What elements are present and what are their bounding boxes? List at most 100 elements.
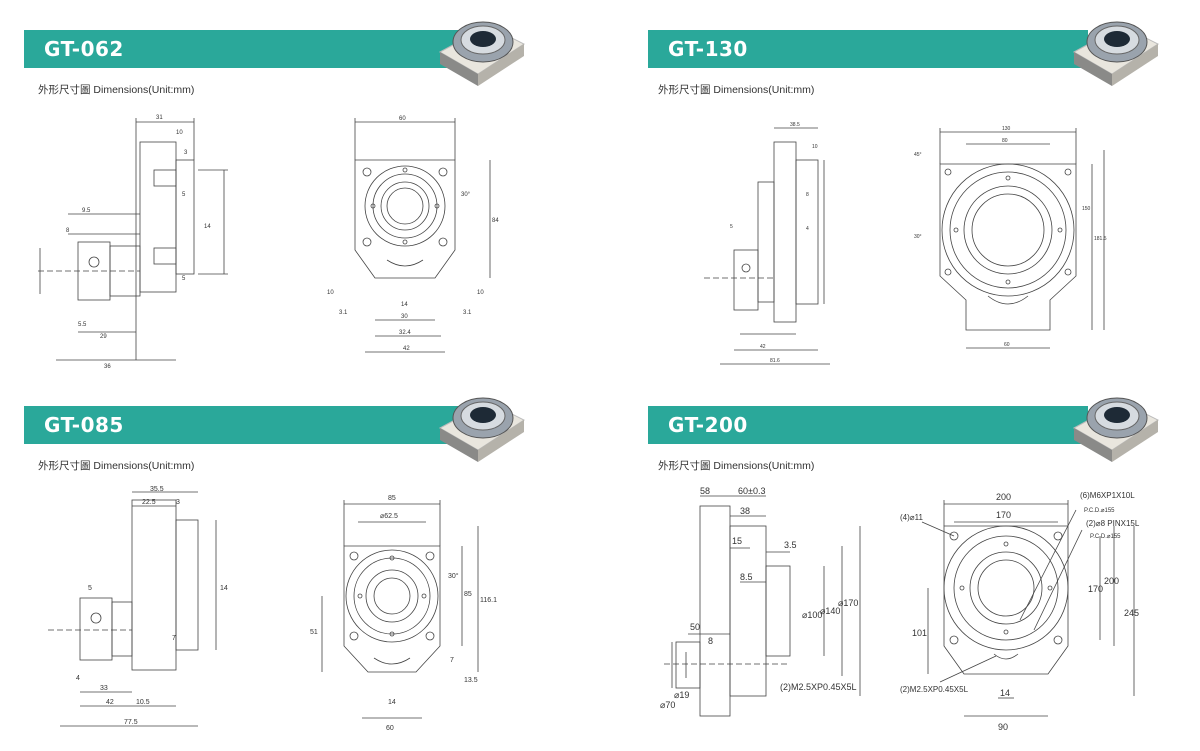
dim-label: 81.6 [770,358,780,364]
dim-label: ⌀62.5 [380,513,398,520]
dim-label: 84 [492,218,499,224]
dim-label: 5 [730,224,733,230]
dim-label: 10 [327,290,334,296]
dim-label: 32.4 [399,330,411,336]
dim-label: 200 [1104,576,1119,586]
dim-label: 10 [176,130,183,136]
side-view-drawing: 35.5 22.5 3 5 7 4 33 42 10.5 77.5 14 [48,486,228,727]
dim-label: (2)M2.5XP0.45X5L [900,685,969,694]
dim-label: 14 [220,585,228,592]
dim-label: ⌀19 [674,690,689,700]
dim-label: ⌀140 [820,606,840,616]
dim-label: 36 [104,364,111,370]
panel-gt-130: GT-130 外形尺寸圖 Dimensions(Unit:mm) 38.5 10… [600,0,1200,375]
dim-label: 22.5 [142,499,156,506]
panel-gt-085: GT-085 外形尺寸圖 Dimensions(Unit:mm) 35.5 22… [0,376,600,751]
dim-label: 10 [812,144,818,150]
dim-label: 5 [182,276,186,282]
dim-label: 3.5 [784,540,797,550]
dim-label: 33 [100,685,108,692]
dim-label: 10.5 [136,699,150,706]
dim-label: 50 [690,622,700,632]
side-view-drawing: 58 60±0.3 38 15 3.5 8.5 50 8 ⌀70 ⌀19 ⌀10… [660,486,861,717]
dim-label: 60 [1004,342,1010,348]
front-view-drawing: 130 80 30° 45° 181.5 150 60 [914,126,1107,349]
dim-label: 8 [708,636,713,646]
dim-label: 3.1 [339,310,348,316]
dim-label: 8 [806,192,809,198]
dim-label: 29 [100,334,107,340]
dim-label: 60 [399,116,406,122]
dim-label: 14 [388,699,396,706]
dim-label: 31 [156,115,163,121]
dim-label: 77.5 [124,719,138,726]
dim-label: 3.1 [463,310,472,316]
dim-label: 170 [1088,584,1103,594]
dim-label: 4 [806,226,809,232]
dim-label: 58 [700,486,710,496]
dim-label: 15 [732,536,742,546]
model-title: GT-130 [648,30,1088,68]
dim-label: 3 [184,150,188,156]
dim-label: ⌀70 [660,700,675,710]
dim-label: 38.5 [790,122,800,128]
dim-label: 200 [996,492,1011,502]
dim-label: (4)⌀11 [900,513,923,522]
dim-label: (6)M6XP1X10L [1080,491,1135,500]
dim-label: 42 [760,344,766,350]
dim-label: 85 [464,591,472,598]
dimensions-subtitle: 外形尺寸圖 Dimensions(Unit:mm) [38,460,195,472]
dim-label: 30 [401,314,408,320]
model-title: GT-200 [648,406,1088,444]
dim-label: P.C.D.⌀155 [1084,508,1115,514]
rotary-table-photo [1072,21,1160,86]
dim-label: (2)M2.5XP0.45X5L [780,682,857,692]
dim-label: 150 [1082,206,1091,212]
dim-label: 60 [386,725,394,732]
rotary-table-photo [438,397,526,462]
dim-label: 170 [996,510,1011,520]
dim-label: P.C.D.⌀155 [1090,534,1121,540]
dim-label: 130 [1002,126,1011,132]
dim-label: 116.1 [480,597,497,604]
dim-label: 101 [912,628,927,638]
dim-label: 14 [204,224,211,230]
dim-label: 14 [1000,688,1010,698]
dim-label: 38 [740,506,750,516]
dim-label: 9.5 [82,208,91,214]
front-view-drawing: 60 30° 84 30 32.4 42 10 10 14 3.1 3.1 [327,116,499,353]
dim-label: 5 [88,585,92,592]
dim-label: 80 [1002,138,1008,144]
dim-label: 42 [403,346,410,352]
dim-label: 51 [310,629,318,636]
dim-label: 30° [448,572,459,580]
dim-label: ⌀170 [838,598,858,608]
dim-label: 5.5 [78,322,87,328]
dim-label: 30° [914,234,922,240]
dim-label: 7 [172,635,176,642]
panel-gt-062: GT-062 外形尺寸圖 Dimensions(Unit:mm) 31 10 3… [0,0,600,375]
side-view-drawing: 31 10 3 9.5 8 5 5 5.5 29 36 14 [38,115,228,370]
dimensions-subtitle: 外形尺寸圖 Dimensions(Unit:mm) [658,460,815,472]
dim-label: 3 [176,499,180,506]
model-title: GT-085 [24,406,464,444]
dim-label: 8.5 [740,572,753,582]
dim-label: 45° [914,152,922,158]
dim-label: 5 [182,192,186,198]
dim-label: 85 [388,495,396,502]
panel-gt-200: GT-200 外形尺寸圖 Dimensions(Unit:mm) 58 60±0… [600,376,1200,751]
dim-label: 7 [450,657,454,664]
dim-label: 4 [76,675,80,682]
dim-label: 35.5 [150,486,164,493]
side-view-drawing: 38.5 10 8 4 5 42 81.6 [704,122,830,365]
rotary-table-photo [1072,397,1160,462]
dim-label: 10 [477,290,484,296]
front-view-drawing: 200 170 (4)⌀11 (6)M6XP1X10L P.C.D.⌀155 (… [900,491,1140,732]
front-view-drawing: 85 ⌀62.5 30° 85 116.1 51 7 13.5 14 60 [310,495,497,732]
dim-label: 14 [401,302,408,308]
dim-label: ⌀100 [802,610,822,620]
dim-label: 8 [66,228,70,234]
dimensions-subtitle: 外形尺寸圖 Dimensions(Unit:mm) [38,84,195,96]
rotary-table-photo [438,21,526,86]
dim-label: 30° [461,192,471,198]
